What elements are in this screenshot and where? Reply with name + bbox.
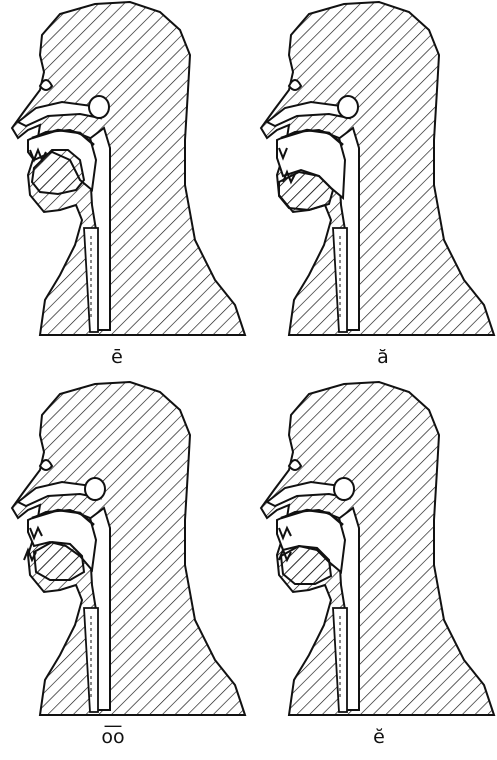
head-cross-section [0,0,248,345]
head-cross-section [0,380,248,725]
sinus-small [40,80,52,90]
vowel-label: ĕ [349,723,409,751]
vowel-panel-oo: o͞o [0,380,248,760]
vowel-panel-a-short: ă [249,0,497,380]
sinus-small [289,80,301,90]
sinus-round [334,478,354,500]
sinus-round [89,96,109,118]
sinus-small [40,460,52,470]
vowel-label: ă [353,343,413,371]
sinus-small [289,460,301,470]
sinus-round [85,478,105,500]
sinus-round [338,96,358,118]
head-cross-section [249,0,497,345]
vowel-panel-e-long: ē [0,0,248,380]
vowel-label: ē [87,343,147,371]
vowel-label: o͞o [83,723,143,751]
vowel-panel-e-short: ĕ [249,380,497,760]
head-cross-section [249,380,497,725]
